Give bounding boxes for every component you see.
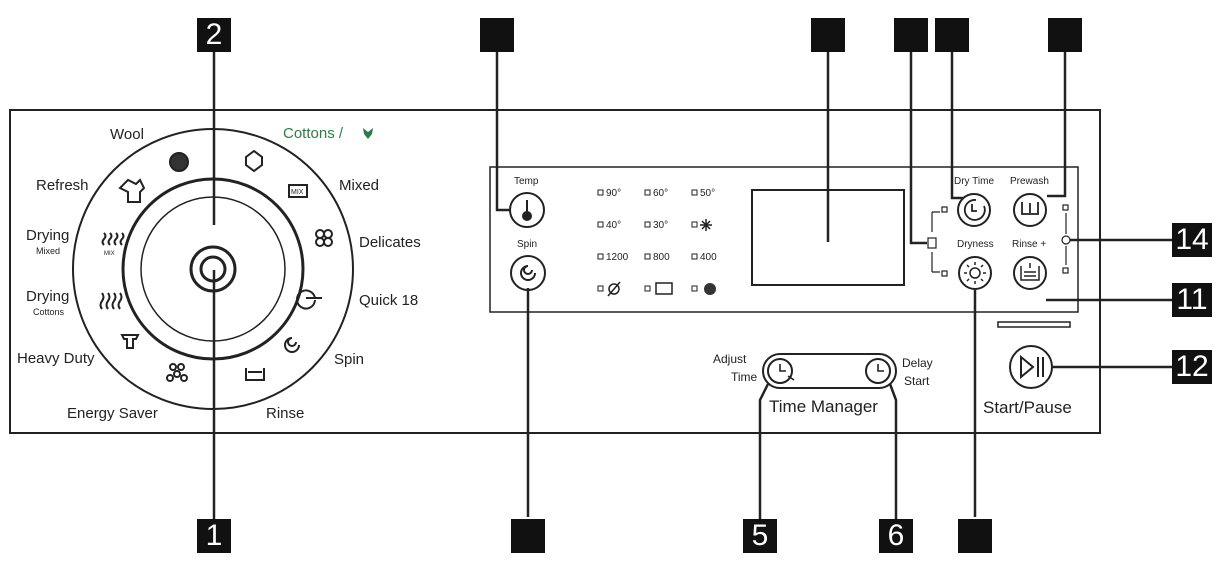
dry-time-label: Dry Time — [954, 176, 994, 187]
callout-10 — [1048, 18, 1082, 52]
prewash-icon — [1021, 202, 1039, 215]
spin-icon — [284, 337, 300, 353]
delay-start-label-1: Delay — [902, 356, 933, 370]
heavy-duty-icon — [120, 334, 140, 349]
delicates-icon — [315, 229, 333, 247]
program-drying-mixed: Drying — [26, 227, 69, 244]
temp-30: 30° — [653, 220, 668, 231]
callout-1: 1 — [197, 519, 231, 553]
callout-14: 14 — [1172, 223, 1212, 257]
refresh-icon — [118, 178, 146, 203]
program-drying-cottons-sub: Cottons — [33, 307, 65, 317]
thermometer-icon — [522, 200, 532, 221]
sun-icon — [964, 262, 986, 284]
mixed-icon-text: MIX — [291, 189, 304, 196]
rinse-plus-icon — [1020, 263, 1040, 281]
delay-start-icon — [877, 364, 884, 372]
program-mixed: Mixed — [339, 177, 379, 194]
spin-800: 800 — [653, 252, 670, 263]
program-energy-saver: Energy Saver — [67, 405, 158, 422]
cold-icon — [700, 219, 712, 231]
callout-11: 11 — [1172, 283, 1212, 317]
spin-400: 400 — [700, 252, 717, 263]
program-wool: Wool — [110, 126, 144, 143]
leader-lines — [212, 52, 1174, 528]
adjust-time-label-2: Time — [731, 370, 758, 384]
program-refresh: Refresh — [36, 177, 89, 194]
option-indicator-brackets — [927, 204, 1071, 277]
dryness-button[interactable] — [958, 256, 992, 290]
callout-9 — [935, 18, 969, 52]
cottons-icon — [245, 149, 263, 173]
prewash-label: Prewash — [1010, 176, 1049, 187]
rinse-icon — [245, 368, 265, 381]
callout-7 — [811, 18, 845, 52]
spin-1200: 1200 — [606, 252, 629, 263]
drying-mixed-icon — [101, 232, 125, 246]
night-icon — [704, 283, 716, 295]
callout-4 — [511, 519, 545, 553]
program-drying-mixed-sub: Mixed — [36, 246, 60, 256]
drying-mixed-icon-text: MIX — [104, 251, 115, 257]
spin-swirl-icon — [520, 265, 536, 281]
temp-90: 90° — [606, 188, 621, 199]
rinse-hold-icon — [655, 282, 673, 295]
start-pause-label: Start/Pause — [983, 398, 1072, 417]
cottons-eco-icon — [363, 128, 373, 139]
program-spin: Spin — [334, 351, 364, 368]
wool-icon — [169, 152, 189, 172]
program-quick18: Quick 18 — [359, 292, 418, 309]
quick-icon — [296, 289, 322, 310]
program-icons — [99, 149, 333, 382]
callout-3 — [480, 18, 514, 52]
energy-saver-icon — [166, 363, 188, 382]
program-delicates: Delicates — [359, 234, 421, 251]
time-manager-bar — [762, 353, 897, 389]
temp-60: 60° — [653, 188, 668, 199]
spin-label: Spin — [517, 239, 537, 250]
program-heavy-duty: Heavy Duty — [17, 350, 95, 367]
callout-5: 5 — [743, 519, 777, 553]
temp-label: Temp — [514, 176, 539, 187]
callout-2: 2 — [197, 18, 231, 52]
callout-8 — [894, 18, 928, 52]
drying-cottons-icon — [99, 292, 123, 310]
adjust-time-label-1: Adjust — [713, 352, 747, 366]
dryness-label: Dryness — [957, 239, 994, 250]
play-pause-icon — [1020, 354, 1044, 380]
adjust-time-icon — [779, 364, 795, 381]
temp-40: 40° — [606, 220, 621, 231]
callout-13 — [958, 519, 992, 553]
temp-50: 50° — [700, 188, 715, 199]
start-pause-button[interactable] — [1009, 345, 1053, 389]
dry-time-icon — [963, 199, 986, 221]
indicator-squares — [597, 189, 698, 292]
program-drying-cottons: Drying — [26, 288, 69, 305]
time-manager-label: Time Manager — [769, 397, 878, 416]
callout-12: 12 — [1172, 350, 1212, 384]
callout-6: 6 — [879, 519, 913, 553]
no-spin-icon — [607, 281, 621, 297]
program-cottons: Cottons / — [283, 125, 344, 142]
panel-outline — [9, 109, 1101, 434]
delay-start-label-2: Start — [904, 374, 930, 388]
rinse-plus-button[interactable] — [1013, 256, 1047, 290]
program-rinse: Rinse — [266, 405, 304, 422]
rinse-plus-label: Rinse + — [1012, 239, 1046, 250]
mixed-icon — [288, 184, 308, 198]
start-pause-indicator-bar — [997, 321, 1071, 328]
